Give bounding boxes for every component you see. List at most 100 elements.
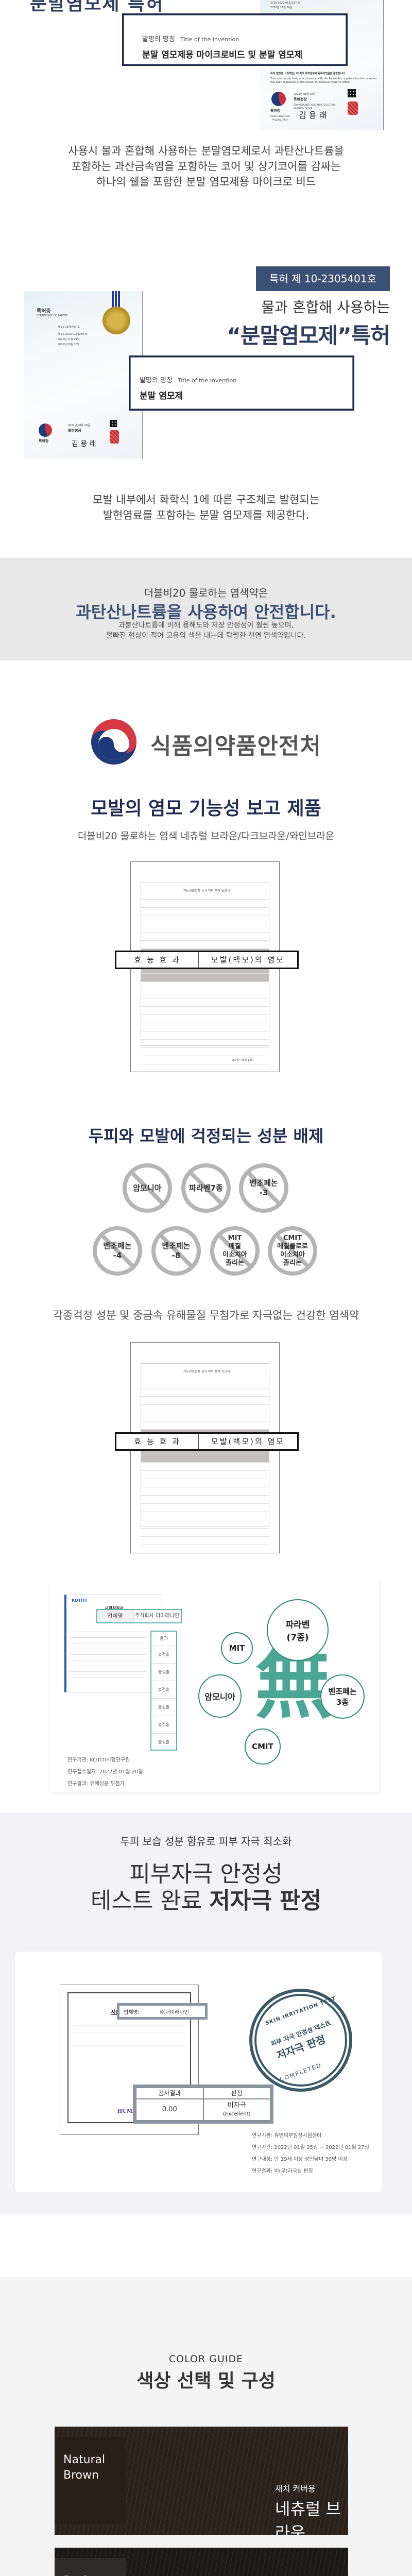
cert-patent-no: 제 10-2305401 호 (58, 326, 80, 329)
no-benzophenone3-icon: 벤조페논 -3 (239, 1163, 288, 1213)
no-paraben-icon: 파라벤7종 (181, 1163, 231, 1213)
gold-seal-icon (102, 307, 130, 334)
judgement-header: 판정 (203, 2088, 270, 2099)
patent-title: “분말염모제”특허 (227, 323, 390, 348)
invention-title: 분말 염모제 (140, 391, 183, 401)
color-guide-title: 색상 선택 및 구성 (136, 2370, 276, 2392)
company-name-box: 업체명: ㈜더미래나인 (117, 2003, 208, 2020)
patent-certificate-image-2: 특허증 CERTIFICATE OF PATENT 제 10-2305401 호… (24, 291, 143, 459)
excluded-caption: 각종걱정 성분 및 중금속 유해물질 무첨가로 자극없는 건강한 염색약 (53, 1309, 359, 1321)
efficacy-label: 효 능 효 과 (116, 1434, 199, 1449)
cert-signature: 김 용 래 (299, 110, 327, 120)
skin-test-card: 시험 결과 확인서 HUMAN 업체명: ㈜더미래나인 검사결과 판정 0.00… (15, 1952, 382, 2192)
mit-circle: MIT (221, 1632, 253, 1664)
company-value: 주식회사 더미래나인 (135, 1613, 179, 1619)
cert-signature: 김 용 래 (72, 440, 96, 448)
patent-heading: 분말염모제 특허 (30, 0, 164, 14)
result-cell: 불검출 (151, 1664, 176, 1681)
invention-title: 분말 염모제용 마이크로비드 및 분말 염모제 (142, 50, 303, 60)
result-cell: 불검출 (151, 1716, 176, 1734)
cert-heading-en: CERTIFICATE OF PATENT (37, 314, 68, 317)
result-header: 검사결과 (136, 2088, 203, 2099)
cert-app-no: 제 10-2020-0159258 호 (58, 333, 88, 336)
swatch-name-ko: 네츄럴 브라운 (275, 2499, 341, 2535)
mfds-emblem-icon (90, 718, 138, 766)
safety-section: 더블비20 물로하는 염색약은 과탄산나트륨을 사용하여 안전합니다. 과붕산나… (0, 558, 412, 660)
efficacy-value: 모발(백모)의 염모 (211, 1437, 285, 1446)
color-guide-label: COLOR GUIDE (168, 2353, 244, 2365)
cert-commissioner-en: COMMISSIONER, KOREAN INTELLECTUAL PROPER… (294, 104, 336, 110)
description-line: 사용시 물과 혼합해 사용하는 분말염모제로서 과탄산나트륨을 (68, 145, 344, 157)
cert-office-ko: 특허청 (270, 109, 281, 113)
result-value: 0.00 (136, 2099, 203, 2121)
patent-description-2: 모발 내부에서 화학식 1에 따른 구조체로 발현되는 발현염료를 포함하는 분… (0, 492, 412, 523)
kotiti-logo: KOTITI (72, 1598, 87, 1603)
judgement-value: 비자극(Excellent) (203, 2099, 270, 2121)
company-label: 업체명 (97, 1610, 133, 1622)
swatch-dark-brown[interactable]: DarkBrown 새치 커버용 다크 브라운 (55, 2548, 348, 2576)
safety-line-1: 더블비20 물로하는 염색약은 (144, 587, 268, 599)
benzophenone-circle: 벤조페논 3종 (320, 1674, 365, 1719)
cert-filing-date: 2020년 11월 24일 (270, 6, 293, 9)
result-cell: 불검출 (151, 1681, 176, 1699)
certificate-body (73, 2021, 186, 2052)
cert-office-ko: 특허청 (39, 439, 49, 443)
info-line: 연구결과: 비(무)자극성 판정 (252, 2168, 313, 2174)
research-line: 연구결과: 유해성분 무첨가 (67, 1781, 125, 1787)
skin-test-info: 연구기관: 휴먼피부임상시험센터 연구기간: 2022년 01월 25일 ~ 2… (252, 2130, 369, 2177)
no-benzophenone4-icon: 벤조페논 -4 (93, 1226, 142, 1276)
result-cell: 불검출 (158, 1740, 170, 1744)
company-name-box: 업체명 주식회사 더미래나인 (96, 1609, 182, 1623)
description-line: 발현염료를 포함하는 분말 염모제를 제공한다. (102, 509, 310, 521)
cert-commissioner: 특허청장 (68, 429, 81, 433)
cert-statement-ko: 위의 발명은 「특허법」에 따라 특허원부에 등록되었음을 증명합니다. (270, 72, 346, 75)
qr-code-icon (110, 420, 117, 427)
mfds-title: 모발의 염모 기능성 보고 제품 (91, 798, 321, 819)
cert-date: 2021년 09월 16일 (68, 424, 90, 427)
report-title: 시험성적서 (105, 1606, 124, 1611)
document-title: 기능성화장품 심사 외의 품목 보고서 (141, 1364, 269, 1380)
no-ammonia-icon: 암모니아 (123, 1163, 172, 1213)
efficacy-value: 모발(백모)의 염모 (211, 955, 285, 964)
company-label: 업체명: (124, 2009, 140, 2015)
skin-test-section: 두피 보습 성분 함유로 피부 자극 최소화 피부자극 안정성 테스트 완료 저… (0, 1812, 412, 2214)
result-cell: 불검출 (151, 1646, 176, 1664)
cert-filing-date: 2020년 11월 24일 (58, 338, 80, 341)
report-table (71, 1631, 146, 1683)
ribbon-icon (112, 291, 121, 309)
mfds-subtitle: 더블비20 물로하는 염색 네츄럴 브라운/다크브라운/와인브라운 (77, 831, 335, 842)
qr-code-icon (348, 89, 356, 97)
research-line: 연구기관: KOTITI시험연구원 (67, 1757, 130, 1763)
official-seal-icon (348, 101, 358, 115)
result-header: 결과 (151, 1632, 176, 1646)
description-line: 모발 내부에서 화학식 1에 따른 구조체로 발현되는 (93, 494, 319, 506)
result-cell: 불검출 (151, 1699, 176, 1716)
result-column: 결과 불검출 불검출 불검출 불검출 불검출 불검출 (150, 1631, 177, 1751)
cert-reg-date: 2021년 09월 16일 (58, 343, 80, 346)
efficacy-highlight: 효 능 효 과 모발(백모)의 염모 (115, 1432, 299, 1451)
info-line: 연구대상: 만 19세 이상 성인남녀 30명 이상 (252, 2157, 348, 2162)
mfds-org-name: 식품의약품안전처 (150, 733, 321, 759)
human-lab-logo: HUMAN (117, 2109, 142, 2114)
swatch-sub-ko: 새치 커버용 (275, 2484, 316, 2494)
no-cmit-icon: CMIT 메칠클로로 이소치아 졸리논 (268, 1226, 317, 1276)
kotiti-test-card: KOTITI 시험성적서 업체명 주식회사 더미래나인 결과 불검출 불검출 불… (50, 1579, 380, 1792)
safety-line-3: 과붕산나트륨에 비해 용해도와 저장 안정성이 훨씬 높으며, (118, 621, 294, 630)
info-line: 연구기간: 2022년 01월 25일 ~ 2022년 01월 27일 (252, 2145, 369, 2150)
skin-test-title-2: 테스트 완료 저자극 판정 (90, 1888, 322, 1914)
description-line: 하나의 쉘을 포함한 분말 염모제용 마이크로 비드 (96, 176, 316, 188)
cert-office-en: Korean Intellectual Property Office (270, 115, 290, 121)
swatch-label-panel: DarkBrown (55, 2558, 126, 2576)
company-value: ㈜더미래나인 (160, 2009, 189, 2015)
taeguk-emblem-icon (271, 92, 286, 106)
excluded-title: 두피와 모발에 걱정되는 성분 배제 (88, 1126, 324, 1146)
document-date: 2024년 06월 13일 (141, 1056, 269, 1064)
cert-heading: 특허증 (37, 309, 51, 314)
efficacy-label: 효 능 효 과 (116, 952, 199, 968)
safety-line-4: 물빠진 현상이 적어 고유의 색을 내는데 탁월한 천연 염색약입니다. (106, 632, 306, 640)
cert-app-no: 제 10-2020-0133237 호 (270, 2, 300, 5)
